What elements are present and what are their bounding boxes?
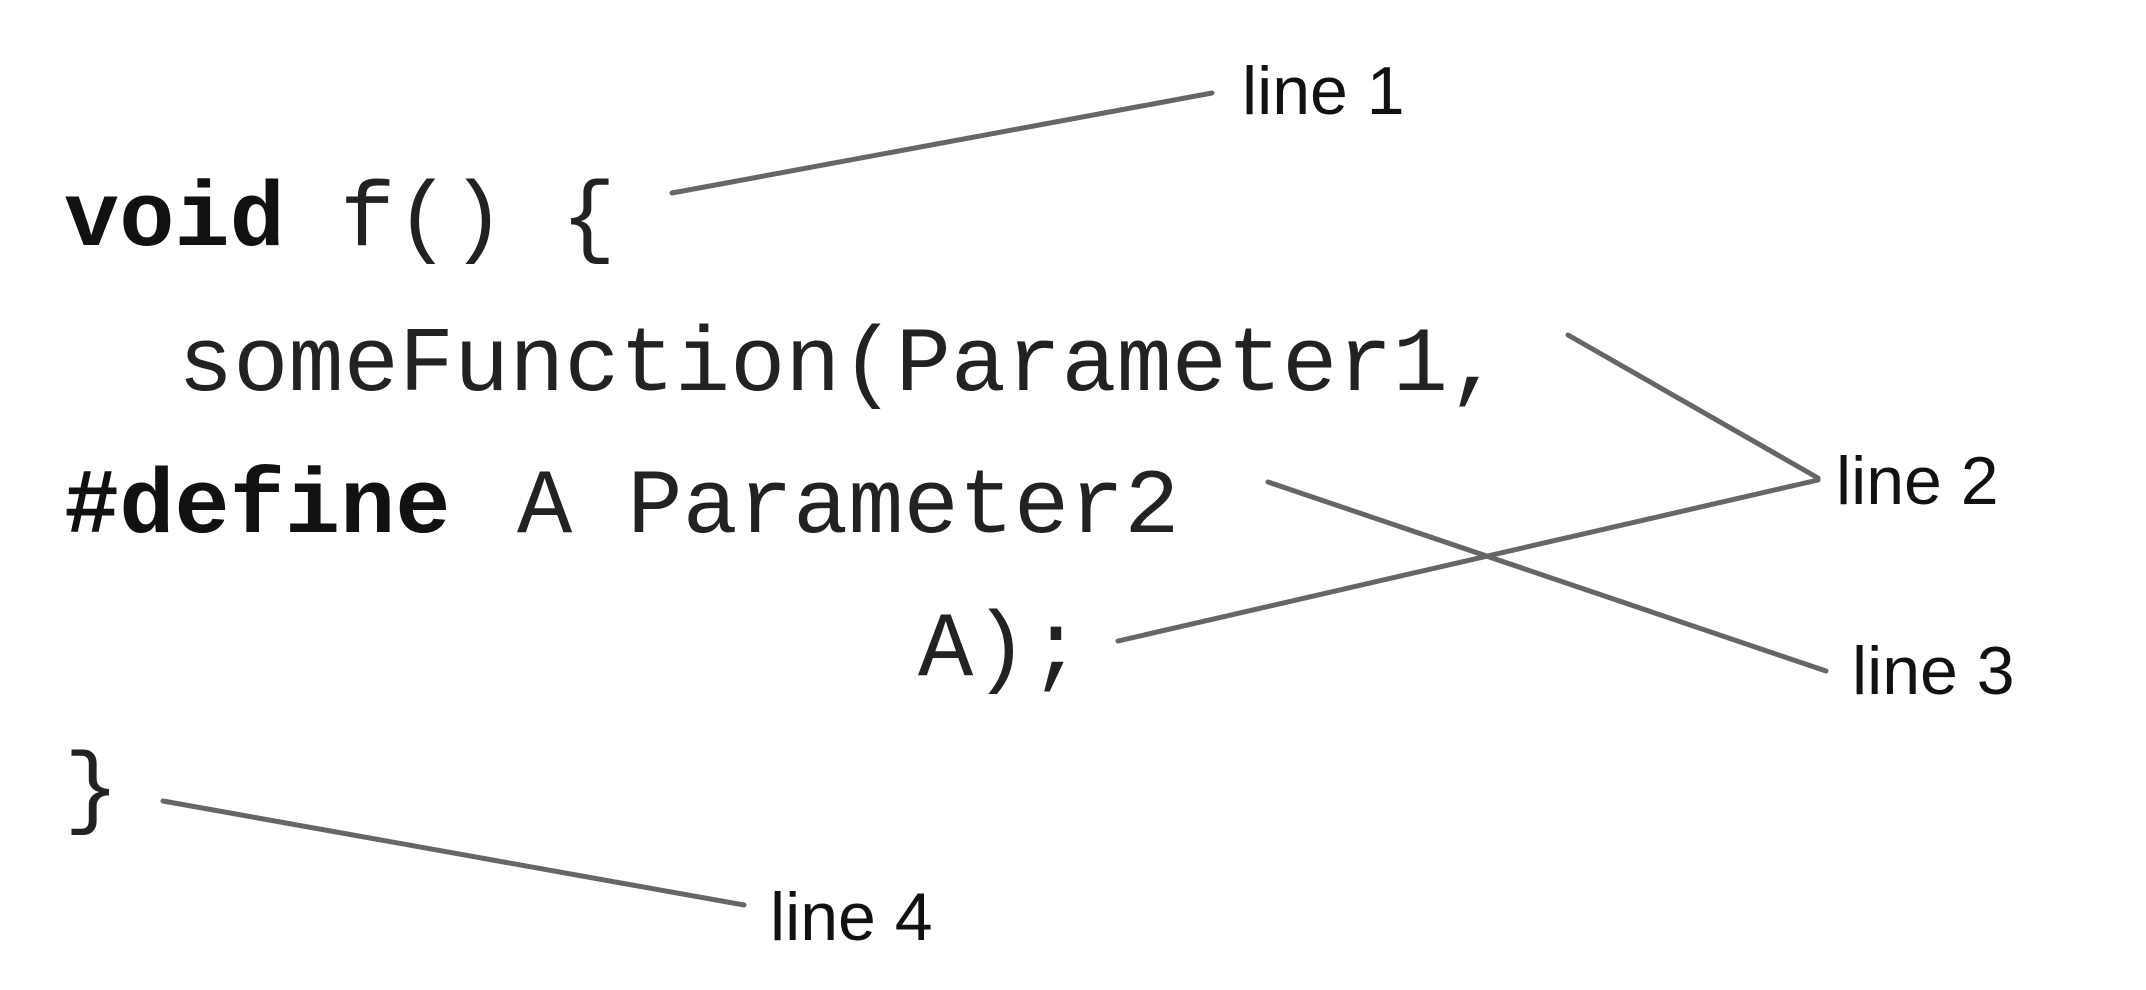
code-line-function-header: void f() { (64, 168, 616, 273)
code-keyword-void: void (64, 168, 285, 273)
connector-line-1 (669, 90, 1215, 196)
label-line-3: line 3 (1852, 633, 2015, 709)
label-line-2: line 2 (1836, 443, 1999, 519)
connector-line-4 (160, 798, 747, 908)
code-line-call: someFunction(Parameter1, (178, 313, 1503, 418)
code-line-define: #define A Parameter2 (64, 455, 1180, 560)
code-define-body: A Parameter2 (517, 455, 1180, 560)
label-line-1: line 1 (1242, 53, 1405, 129)
label-line-4: line 4 (770, 879, 933, 955)
code-function-signature: f() { (340, 168, 616, 273)
connector-line-3 (1265, 479, 1829, 674)
connector-line-2-from-call (1565, 332, 1821, 481)
code-line-closing-brace: } (64, 739, 119, 844)
code-keyword-define: #define (64, 455, 450, 560)
connector-line-2-from-arg (1115, 477, 1821, 644)
code-line-argument: A); (918, 598, 1084, 703)
